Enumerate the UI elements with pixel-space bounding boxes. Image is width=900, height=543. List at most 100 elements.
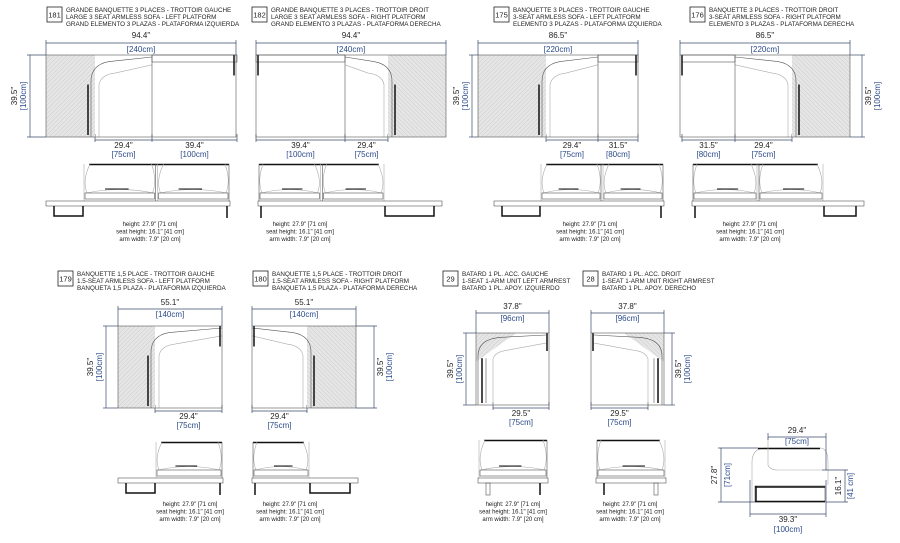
plan-view [590, 332, 665, 406]
seat-cushion [603, 192, 663, 200]
platform-hatch [307, 326, 356, 408]
back-pillow [658, 439, 665, 471]
module-code-box [46, 6, 63, 23]
armless-back-curve [150, 327, 223, 408]
seat-edge-curve [734, 64, 789, 137]
segment-inches: 29.5" [512, 409, 531, 418]
width-inches: 94.4" [342, 31, 361, 40]
back-pillow [156, 441, 163, 471]
plan-view [477, 54, 639, 138]
segment-inches: 31.5" [609, 141, 628, 150]
seat-cushion-top [480, 466, 546, 471]
plan-outline [251, 325, 357, 409]
front-elevation [117, 441, 224, 495]
spec-line: arm width: 7.9" [20 cm] [259, 517, 320, 523]
depth-inches: 39.5" [446, 360, 455, 379]
seat-cushion-top [324, 189, 383, 194]
base-plank [251, 477, 359, 484]
segment-cm: [80cm] [606, 150, 630, 159]
seat-cushion-top [694, 189, 756, 194]
back-pillow [377, 163, 384, 194]
seat-edge-curve [593, 342, 649, 405]
seat-edge-curve [158, 335, 223, 408]
module-title-line: 3-SEAT ARMLESS SOFA - RIGHT PLATFORM [709, 14, 841, 21]
leg [653, 482, 659, 496]
armrest-curve [593, 334, 663, 405]
seat-cushion-top [542, 189, 600, 194]
platform-box [309, 483, 351, 494]
segment-cm: [75cm] [267, 421, 291, 430]
module-code-box [251, 6, 268, 23]
front-elevation [251, 441, 359, 495]
spec-line: seat height: 16.1" [41 cm] [716, 230, 784, 236]
width-cm: [220cm] [544, 45, 572, 54]
side-width-cm: [100cm] [774, 525, 802, 534]
width-inches: 94.4" [132, 31, 151, 40]
plan-view [45, 54, 238, 138]
spec-line: arm width: 7.9" [20 cm] [719, 237, 780, 243]
back-cushion [681, 54, 736, 63]
seat-edge-curve [492, 342, 547, 405]
spec-line: height: 27.9" [71 cm] [273, 222, 328, 228]
segment-cm: [75cm] [111, 150, 135, 159]
back-cushion [255, 54, 346, 63]
segment-inches: 29.4" [563, 141, 582, 150]
segment-cm: [80cm] [696, 150, 720, 159]
spec-line: arm width: 7.9" [20 cm] [559, 237, 620, 243]
armless-back-curve [344, 56, 393, 137]
armless-back-curve [541, 56, 599, 137]
back-pillow [158, 163, 164, 194]
segment-cm: [75cm] [560, 150, 584, 159]
seat-cushion [479, 469, 547, 477]
back-pillow [253, 441, 258, 471]
platform-hatch [118, 326, 155, 408]
module-title-line: 1-SEAT 1-ARM UNIT LEFT ARMREST [462, 278, 571, 285]
module-title-line: BANQUETA 1,5 PLAZA - PLATAFORMA IZQUIERD… [77, 285, 227, 292]
spec-line: height: 27.9" [71 cm] [123, 222, 178, 228]
depth-cm: [100cm] [683, 355, 692, 383]
seat-cushion [759, 192, 823, 200]
back-pillow [597, 439, 602, 471]
spec-line: height: 27.9" [71 cm] [163, 502, 218, 508]
armrest-curve [477, 334, 547, 405]
side-height-cm: [71cm] [723, 463, 732, 487]
width-inches: 55.1" [295, 298, 314, 307]
spec-line: height: 27.9" [71 cm] [603, 502, 658, 508]
width-inches: 37.8" [618, 302, 637, 311]
seat-cushion [541, 192, 601, 200]
seat-profile [767, 437, 822, 471]
platform-hatch [792, 55, 850, 137]
back-pillow [314, 163, 320, 194]
corner-hatch [476, 333, 517, 362]
module-code: 181 [48, 11, 61, 20]
base-plank [45, 200, 231, 207]
platform-box [501, 206, 541, 217]
spec-line: seat height: 16.1" [41 cm] [156, 510, 224, 516]
module-title-line: 1.5-SEAT ARMLESS SOFA - RIGHT PLATFORM [272, 278, 409, 285]
plan-outline [475, 332, 550, 406]
width-inches: 37.8" [503, 302, 522, 311]
back-pillow [322, 163, 327, 194]
width-inches: 55.1" [161, 298, 180, 307]
module-title-line: ELEMENTO 3 PLAZAS - PLATAFORMA DERECHA [709, 21, 855, 28]
seat-cushion-top [159, 189, 228, 194]
seat-edge-curve [251, 335, 304, 408]
seat-cushion-top [760, 189, 822, 194]
module-code: 180 [254, 275, 267, 284]
spec-line: arm width: 7.9" [20 cm] [159, 517, 220, 523]
base-plank [477, 477, 549, 484]
platform-hatch [478, 55, 546, 137]
back-pillow [541, 163, 548, 194]
spec-line: height: 27.9" [71 cm] [263, 502, 318, 508]
segment-inches: 39.4" [185, 141, 204, 150]
side-depth-inches: 29.4" [788, 426, 807, 435]
base-plank [691, 200, 865, 207]
segment-cm: [100cm] [180, 150, 208, 159]
width-cm: [140cm] [290, 310, 318, 319]
width-cm: [96cm] [615, 314, 639, 323]
back-pillow [759, 163, 764, 194]
module-code-box [252, 270, 269, 287]
module-title-line: BANQUETTE 1,5 PLACE - TROTTOIR GAUCHE [77, 271, 215, 278]
plan-view [475, 332, 550, 406]
module-code: 182 [253, 11, 266, 20]
